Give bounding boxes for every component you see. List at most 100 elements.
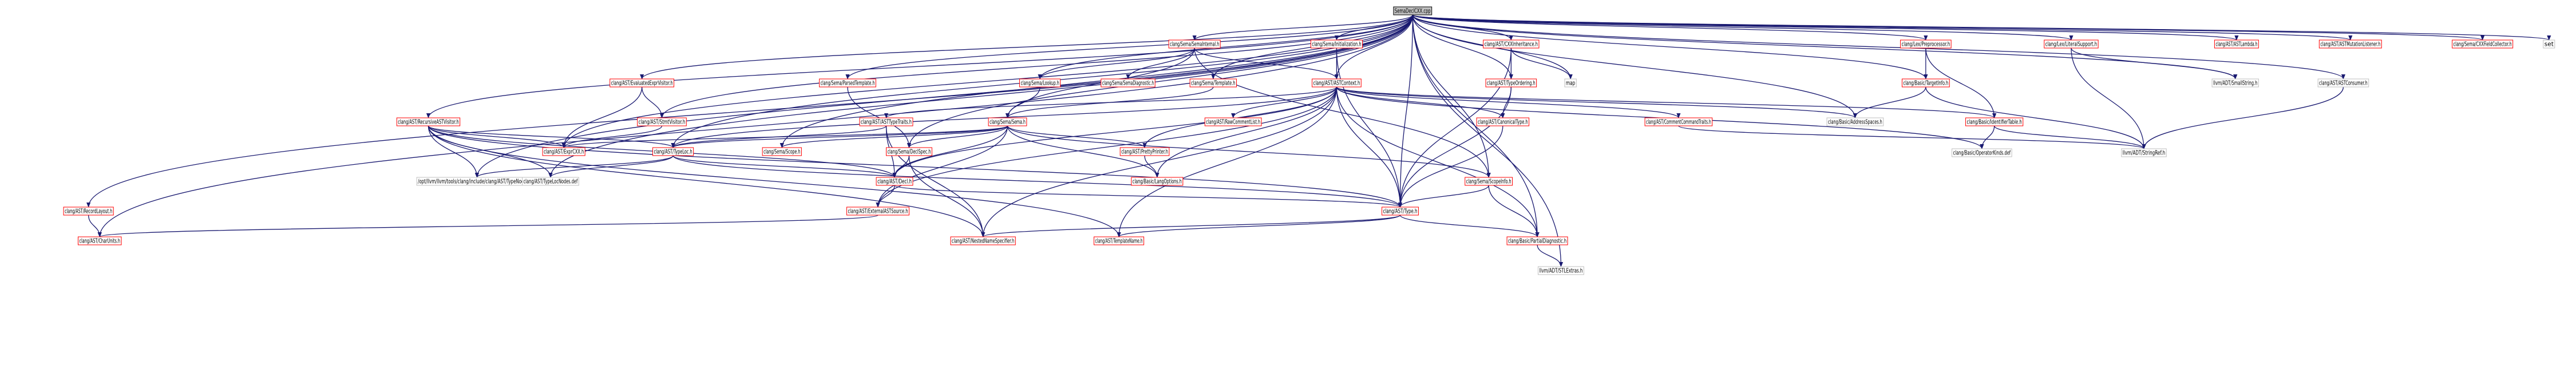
node-canonical-type[interactable]: clang/AST/CanonicalType.h [1476, 117, 1530, 126]
node-external-astsource[interactable]: clang/AST/ExternalASTSource.h [846, 207, 909, 216]
node-target-info[interactable]: clang/Basic/TargetInfo.h [1901, 78, 1950, 88]
edge-external-astsource-to-char-units [98, 215, 879, 237]
node-parsed-template[interactable]: clang/Sema/ParsedTemplate.h [819, 78, 876, 88]
node-asttype[interactable]: clang/AST/Type.h [1382, 207, 1419, 216]
node-cxxfield-collector[interactable]: clang/Sema/CXXFieldCollector.h [2452, 39, 2514, 49]
edge-sema-sema-to-scope-info [1007, 125, 1491, 178]
node-box [876, 177, 913, 186]
node-sema-decl-spec[interactable]: clang/Sema/DeclSpec.h [885, 147, 932, 156]
edge-type-ordering-to-asttype [1398, 86, 1511, 208]
edge-cxxinheritance-to-asttype [1398, 47, 1511, 208]
node-sema-template[interactable]: clang/Sema/Template.h [1189, 78, 1237, 88]
node-box [1644, 117, 1713, 126]
edge-root-to-expr-cxx [561, 14, 1413, 148]
node-astlambda[interactable]: clang/AST/ASTLambda.h [2214, 39, 2259, 49]
edge-root-to-sema-internal [1192, 14, 1413, 41]
node-box [1826, 117, 1884, 126]
node-lang-options[interactable]: clang/Basic/LangOptions.h [1131, 177, 1184, 186]
node-label: clang/AST/ExternalASTSource.h [848, 208, 908, 215]
node-small-string: llvm/ADT/SmallString.h [2211, 78, 2259, 88]
node-expr-cxx[interactable]: clang/AST/ExprCXX.h [542, 147, 585, 156]
node-box [610, 78, 675, 88]
node-label: clang/AST/RawCommentList.h [1206, 118, 1260, 126]
node-sema-scope[interactable]: clang/Sema/Scope.h [762, 147, 802, 156]
node-record-layout[interactable]: clang/AST/RecordLayout.h [63, 207, 114, 216]
node-box [2318, 39, 2382, 49]
edge-sema-sema-to-lang-options [1007, 125, 1160, 178]
node-box [2317, 78, 2369, 88]
node-partial-diagnostic[interactable]: clang/Basic/PartialDiagnostic.h [1506, 236, 1568, 245]
node-box [1465, 177, 1513, 186]
node-nested-name-specifier[interactable]: clang/AST/NestedNameSpecifier.h [950, 236, 1016, 245]
node-label: llvm/ADT/STLExtras.h [1540, 267, 1583, 275]
edge-astcontext-to-decl [892, 86, 1338, 178]
node-asttype-traits[interactable]: clang/AST/ASTTypeTraits.h [859, 117, 913, 126]
edge-astcontext-to-address-spaces [1336, 86, 1857, 118]
node-preprocessor[interactable]: clang/Lex/Preprocessor.h [1900, 39, 1952, 49]
edge-root-to-preprocessor [1412, 14, 1928, 41]
edge-asttype-traits-to-type-loc [671, 125, 887, 148]
node-scope-info[interactable]: clang/Sema/ScopeInfo.h [1465, 177, 1513, 186]
node-sema-initialization[interactable]: clang/Sema/Initialization.h [1310, 39, 1363, 49]
node-label: clang/Lex/LiteralSupport.h [2045, 41, 2097, 48]
edges-layer [86, 14, 2551, 267]
node-astmutation-listener[interactable]: clang/AST/ASTMutationListener.h [2318, 39, 2382, 49]
node-astcontext[interactable]: clang/AST/ASTContext.h [1312, 78, 1362, 88]
node-box [885, 147, 932, 156]
edge-decl-to-asttype [894, 185, 1402, 208]
node-label: set [2545, 41, 2554, 48]
nodes-layer: SemaDeclCXX.cppclang/Sema/SemaInternal.h… [63, 6, 2555, 275]
node-box [1204, 117, 1262, 126]
node-char-units[interactable]: clang/AST/CharUnits.h [77, 236, 122, 245]
node-label: clang/Basic/OperatorKinds.def [1953, 149, 2011, 157]
node-stmt-visitor[interactable]: clang/AST/StmtVisitor.h [637, 117, 687, 126]
node-label: clang/Lex/Preprocessor.h [1902, 41, 1950, 48]
edge-sema-sema-to-decl [892, 125, 1008, 178]
edge-recursive-astvisitor-to-type-loc [428, 125, 675, 148]
node-label: clang/AST/ExprCXX.h [544, 148, 584, 156]
node-sema-lookup[interactable]: clang/Sema/Lookup.h [1019, 78, 1061, 88]
edge-sema-decl-spec-to-decl [892, 155, 910, 178]
edge-root-to-parsed-template [845, 14, 1413, 80]
node-raw-comment-list[interactable]: clang/AST/RawCommentList.h [1204, 117, 1262, 126]
node-box [819, 78, 876, 88]
edge-sema-sema-to-pretty-printer [1007, 125, 1147, 148]
node-box [1483, 39, 1540, 49]
node-evaluated-expr-visitor[interactable]: clang/AST/EvaluatedExprVisitor.h [610, 78, 675, 88]
node-label: clang/AST/RecordLayout.h [65, 208, 112, 215]
node-label: clang/Sema/CXXFieldCollector.h [2454, 41, 2512, 48]
edge-root-to-astconsumer [1412, 14, 2345, 80]
node-sema-internal[interactable]: clang/Sema/SemaInternal.h [1168, 39, 1221, 49]
node-recursive-astvisitor[interactable]: clang/AST/RecursiveASTVisitor.h [396, 117, 461, 126]
node-box [846, 207, 909, 216]
edge-literal-support-to-small-string [2071, 47, 2238, 80]
node-sema-sema[interactable]: clang/Sema/Sema.h [988, 117, 1027, 126]
edge-astconsumer-to-string-ref [2142, 86, 2344, 149]
node-comment-command-traits[interactable]: clang/AST/CommentCommandTraits.h [1644, 117, 1713, 126]
node-label: clang/AST/CanonicalType.h [1478, 118, 1528, 126]
node-label: clang/Sema/SemaDiagnostic.h [1102, 80, 1154, 87]
node-string-ref: llvm/ADT/StringRef.h [2121, 148, 2167, 157]
node-identifier-table[interactable]: clang/Basic/IdentifierTable.h [1965, 117, 2024, 126]
edge-preprocessor-to-identifier-table [1925, 47, 1997, 118]
node-decl[interactable]: clang/AST/Decl.h [876, 177, 913, 186]
node-type-loc[interactable]: clang/AST/TypeLoc.h [652, 147, 694, 156]
node-box [1393, 6, 1433, 15]
edge-sema-sema-to-sema-scope [779, 125, 1008, 148]
node-literal-support[interactable]: clang/Lex/LiteralSupport.h [2044, 39, 2099, 49]
node-cxxinheritance[interactable]: clang/AST/CXXInheritance.h [1483, 39, 1540, 49]
node-box [1168, 39, 1221, 49]
node-type-ordering[interactable]: clang/AST/TypeOrdering.h [1485, 78, 1537, 88]
node-pretty-printer[interactable]: clang/AST/PrettyPrinter.h [1119, 147, 1170, 156]
node-box [2452, 39, 2514, 49]
edge-asttype-to-template-name [1117, 215, 1401, 237]
node-label: clang/Sema/SemaInternal.h [1170, 41, 1219, 48]
node-label: clang/Sema/Scope.h [763, 148, 800, 156]
node-sema-diagnostic[interactable]: clang/Sema/SemaDiagnostic.h [1101, 78, 1156, 88]
edge-identifier-table-to-operator-kinds [1980, 125, 1995, 149]
edge-asttype-to-nested-name-specifier [981, 215, 1401, 237]
node-box [1476, 117, 1530, 126]
node-box [2214, 39, 2259, 49]
node-box [1101, 78, 1156, 88]
node-template-name[interactable]: clang/AST/TemplateName.h [1093, 236, 1145, 245]
